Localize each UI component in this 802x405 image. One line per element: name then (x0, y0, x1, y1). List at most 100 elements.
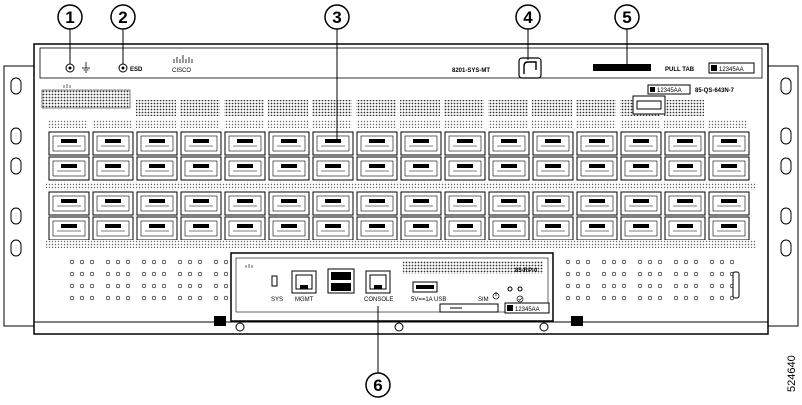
qsfp-port[interactable] (708, 131, 750, 156)
qsfp-port[interactable] (664, 191, 706, 216)
qsfp-port[interactable] (620, 156, 662, 181)
qsfp-port[interactable] (48, 216, 90, 241)
port-led (187, 283, 193, 289)
qsfp-port[interactable] (620, 191, 662, 216)
qsfp-port[interactable] (576, 131, 618, 156)
qsfp-port[interactable] (620, 131, 662, 156)
port-led (637, 283, 643, 289)
qsfp-port[interactable] (92, 156, 134, 181)
port-label-strip (532, 100, 572, 116)
port-led (683, 295, 689, 301)
side-latch[interactable] (732, 271, 740, 299)
qsfp-port[interactable] (312, 216, 354, 241)
usb-port[interactable]: 5V==1A USB (411, 281, 446, 303)
qsfp-port[interactable] (444, 156, 486, 181)
qsfp-port[interactable] (532, 191, 574, 216)
qsfp-port[interactable] (664, 156, 706, 181)
qsfp-port[interactable] (92, 216, 134, 241)
check-icon (516, 295, 524, 303)
qsfp-port[interactable] (136, 191, 178, 216)
qsfp-port[interactable] (664, 131, 706, 156)
qsfp-port[interactable] (48, 191, 90, 216)
qsfp-port[interactable] (136, 131, 178, 156)
module-screw-right[interactable] (539, 322, 549, 332)
qsfp-port[interactable] (312, 156, 354, 181)
qsfp-port[interactable] (268, 191, 310, 216)
qsfp-port[interactable] (356, 216, 398, 241)
qsfp-port[interactable] (444, 131, 486, 156)
qsfp-port[interactable] (444, 216, 486, 241)
callout-3: 1 (57, 4, 83, 64)
qsfp-port[interactable] (224, 156, 266, 181)
port-led (151, 283, 157, 289)
port-led (585, 271, 591, 277)
mgmt-port[interactable]: MGMT (291, 270, 317, 303)
qsfp-port[interactable] (268, 156, 310, 181)
qsfp-port[interactable] (400, 131, 442, 156)
qsfp-port[interactable] (224, 216, 266, 241)
port-label-strip (400, 120, 440, 128)
qsfp-port[interactable] (488, 191, 530, 216)
qsfp-port[interactable] (136, 216, 178, 241)
qsfp-port[interactable] (136, 156, 178, 181)
qsfp-port[interactable] (576, 191, 618, 216)
status-led-2 (517, 286, 523, 292)
port-led (575, 283, 581, 289)
qsfp-port[interactable] (180, 216, 222, 241)
module-screw-mid[interactable] (394, 322, 404, 332)
qsfp-port[interactable] (488, 131, 530, 156)
qsfp-port[interactable] (576, 216, 618, 241)
qsfp-port[interactable] (532, 156, 574, 181)
qsfp-port[interactable] (180, 156, 222, 181)
qsfp-port[interactable] (400, 216, 442, 241)
cisco-logo: CISCO (172, 55, 193, 74)
qsfp-port[interactable] (268, 131, 310, 156)
timing-port[interactable] (327, 268, 355, 294)
qsfp-port[interactable] (312, 131, 354, 156)
qsfp-port[interactable] (356, 156, 398, 181)
qsfp-port[interactable] (92, 191, 134, 216)
qsfp-port[interactable] (488, 156, 530, 181)
qsfp-port[interactable] (444, 191, 486, 216)
qsfp-port[interactable] (48, 156, 90, 181)
svg-text:3: 3 (332, 8, 341, 27)
port-led (719, 271, 725, 277)
port-led (79, 283, 85, 289)
qsfp-port[interactable] (708, 156, 750, 181)
qsfp-port[interactable] (224, 191, 266, 216)
qsfp-port[interactable] (268, 216, 310, 241)
qsfp-port[interactable] (532, 216, 574, 241)
cisco-bars-icon (173, 55, 193, 63)
serial-label-module: 12345AA (515, 307, 540, 313)
qsfp-port[interactable] (224, 131, 266, 156)
module-ejector[interactable] (439, 303, 499, 313)
qsfp-port[interactable] (708, 216, 750, 241)
qsfp-port[interactable] (312, 191, 354, 216)
qsfp-port[interactable] (620, 216, 662, 241)
qsfp-port[interactable] (576, 156, 618, 181)
module-screw-left[interactable] (235, 322, 245, 332)
qsfp-port[interactable] (664, 216, 706, 241)
qsfp-port[interactable] (532, 131, 574, 156)
qsfp-port[interactable] (488, 216, 530, 241)
port-led (197, 295, 203, 301)
port-led (657, 259, 663, 265)
qsfp-port[interactable] (400, 191, 442, 216)
qsfp-port[interactable] (48, 131, 90, 156)
callout-2: 6 (365, 306, 391, 398)
qsfp-port[interactable] (356, 191, 398, 216)
qsfp-port[interactable] (708, 191, 750, 216)
port-led (611, 259, 617, 265)
chassis-handle[interactable] (518, 57, 542, 79)
port-led (693, 271, 699, 277)
qsfp-port[interactable] (180, 191, 222, 216)
pull-tab[interactable]: PULL TAB (593, 64, 695, 73)
qsfp-port[interactable] (180, 131, 222, 156)
console-port[interactable]: CONSOLE (364, 270, 393, 303)
qsfp-port[interactable] (400, 156, 442, 181)
module-cisco-logo (245, 264, 253, 268)
qsfp-port[interactable] (92, 131, 134, 156)
port-led (601, 295, 607, 301)
qsfp-port[interactable] (356, 131, 398, 156)
